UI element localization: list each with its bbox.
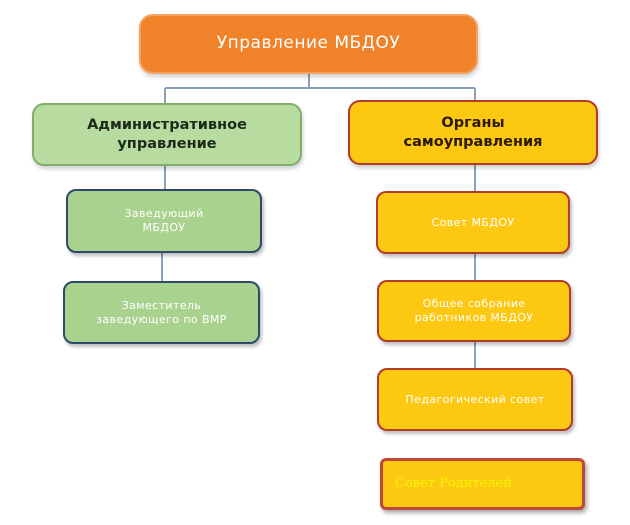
root-node: Управление МБДОУ [139, 14, 478, 74]
self-government-node: Органы самоуправления [348, 100, 598, 165]
pedagogical-council-node: Педагогический совет [377, 368, 573, 431]
pedagogical-council-node-label: Педагогический совет [405, 392, 545, 406]
admin-node-label: Административное управление [87, 117, 247, 152]
parents-council-node-label: Совет Родителей [395, 475, 512, 491]
council-node-label: Совет МБДОУ [431, 215, 515, 229]
root-node-label: Управление МБДОУ [216, 33, 401, 54]
head-node: Заведующий МБДОУ [66, 189, 262, 253]
deputy-head-node-label: Заместитель заведующего по ВМР [96, 298, 227, 326]
self-government-node-label: Органы самоуправления [403, 115, 543, 150]
admin-node: Административное управление [32, 103, 302, 166]
parents-council-node: Совет Родителей [380, 458, 585, 510]
council-node: Совет МБДОУ [376, 191, 570, 254]
head-node-label: Заведующий МБДОУ [124, 207, 204, 234]
general-assembly-node: Общее собрание работников МБДОУ [377, 280, 571, 342]
deputy-head-node: Заместитель заведующего по ВМР [63, 281, 260, 344]
general-assembly-node-label: Общее собрание работников МБДОУ [414, 297, 534, 324]
